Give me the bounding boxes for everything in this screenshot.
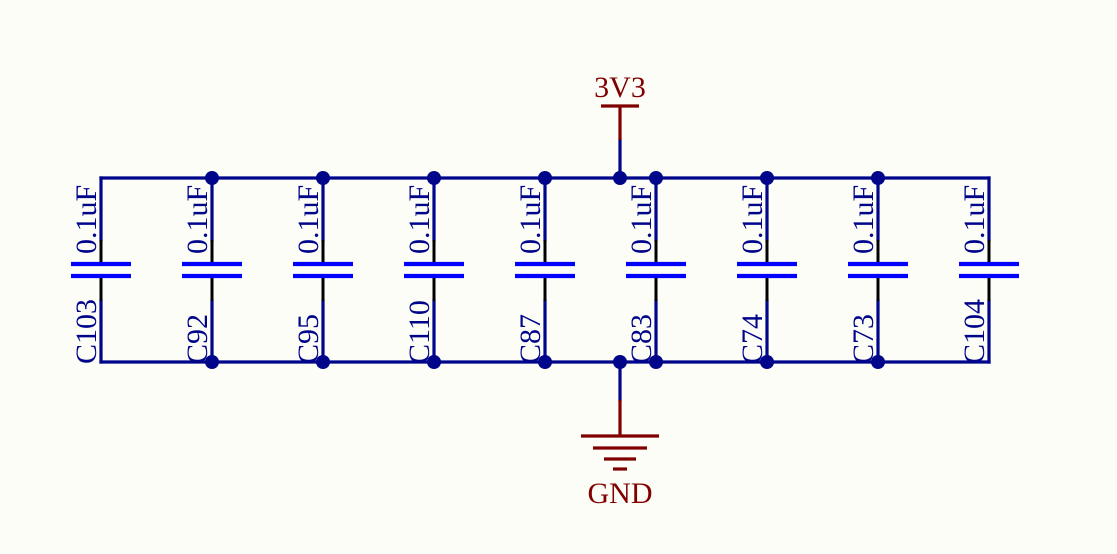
junction-dot bbox=[613, 171, 627, 185]
capacitor-designator-label: C92 bbox=[181, 314, 214, 364]
junction-dot bbox=[538, 355, 552, 369]
capacitor-value-label: 0.1uF bbox=[625, 185, 658, 254]
capacitor-c73: 0.1uF C73 bbox=[847, 176, 908, 364]
junction-dot bbox=[649, 171, 663, 185]
capacitor-c95: 0.1uF C95 bbox=[292, 176, 353, 364]
capacitor-c104: 0.1uF C104 bbox=[958, 176, 1019, 364]
capacitor-value-label: 0.1uF bbox=[181, 185, 214, 254]
junction-dot bbox=[427, 355, 441, 369]
capacitor-array: 0.1uF C103 0.1uF C92 0.1uF C95 0.1uF C110 0.1uF C… bbox=[70, 176, 1019, 364]
junction-dot bbox=[871, 355, 885, 369]
junction-dot bbox=[760, 171, 774, 185]
capacitor-designator-label: C87 bbox=[514, 314, 547, 364]
capacitor-designator-label: C95 bbox=[292, 314, 325, 364]
capacitor-value-label: 0.1uF bbox=[958, 185, 991, 254]
capacitor-value-label: 0.1uF bbox=[514, 185, 547, 254]
junction-dots bbox=[205, 171, 885, 369]
capacitor-c110: 0.1uF C110 bbox=[403, 176, 464, 364]
junction-dot bbox=[871, 171, 885, 185]
capacitor-designator-label: C104 bbox=[958, 299, 991, 364]
capacitor-c83: 0.1uF C83 bbox=[625, 176, 686, 364]
capacitor-designator-label: C83 bbox=[625, 314, 658, 364]
capacitor-designator-label: C110 bbox=[403, 300, 436, 364]
capacitor-c87: 0.1uF C87 bbox=[514, 176, 575, 364]
junction-dot bbox=[205, 355, 219, 369]
junction-dot bbox=[316, 171, 330, 185]
capacitor-value-label: 0.1uF bbox=[292, 185, 325, 254]
junction-dot bbox=[427, 171, 441, 185]
capacitor-c92: 0.1uF C92 bbox=[181, 176, 242, 364]
capacitor-c74: 0.1uF C74 bbox=[736, 176, 797, 364]
capacitor-c103: 0.1uF C103 bbox=[70, 176, 131, 364]
ground-net-label: GND bbox=[588, 477, 653, 510]
power-net-label: 3V3 bbox=[594, 71, 646, 104]
junction-dot bbox=[613, 355, 627, 369]
capacitor-value-label: 0.1uF bbox=[736, 185, 769, 254]
capacitor-value-label: 0.1uF bbox=[847, 185, 880, 254]
capacitor-value-label: 0.1uF bbox=[70, 185, 103, 254]
junction-dot bbox=[649, 355, 663, 369]
junction-dot bbox=[205, 171, 219, 185]
power-port-3v3: 3V3 bbox=[594, 71, 646, 180]
junction-dot bbox=[538, 171, 552, 185]
capacitor-designator-label: C73 bbox=[847, 314, 880, 364]
ground-port: GND bbox=[581, 360, 659, 510]
capacitor-value-label: 0.1uF bbox=[403, 185, 436, 254]
junction-dot bbox=[760, 355, 774, 369]
capacitor-designator-label: C74 bbox=[736, 314, 769, 364]
junction-dot bbox=[316, 355, 330, 369]
capacitor-designator-label: C103 bbox=[70, 299, 103, 364]
